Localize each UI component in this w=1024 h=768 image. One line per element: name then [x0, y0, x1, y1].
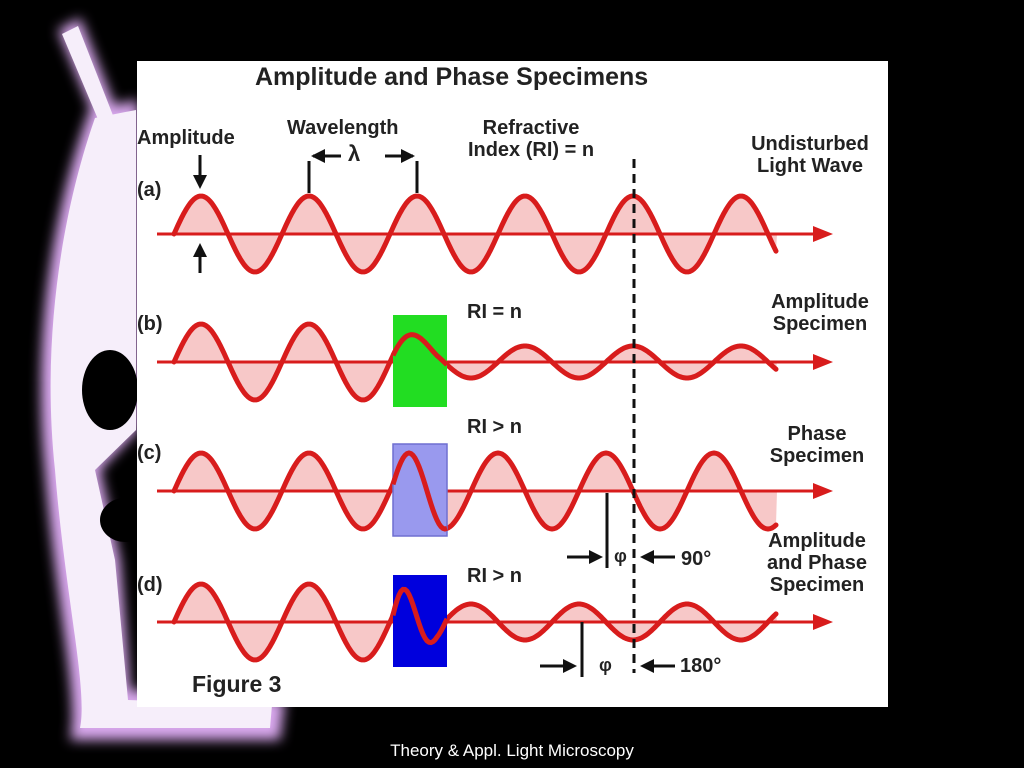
row-d-ri-label: RI > n: [467, 565, 523, 587]
wavelength-arrow-right-head: [401, 149, 415, 163]
row-a-letter: (a): [137, 179, 162, 201]
wave-through-block-b: [390, 332, 449, 367]
amplitude-arrow-bottom-head: [193, 243, 207, 257]
phase-arrow-c-right-head: [640, 550, 654, 564]
phase-arrow-c-left-head: [589, 550, 603, 564]
phase-arrow-d-right-head: [640, 659, 654, 673]
row-b-ri-label: RI = n: [467, 301, 523, 323]
axis-arrow-d: [813, 614, 833, 630]
axis-arrow-c: [813, 483, 833, 499]
row-b-side-label: Amplitude Specimen: [771, 291, 869, 335]
phase-shift-d: 180°: [680, 655, 722, 677]
row-b-letter: (b): [137, 313, 163, 335]
row-a-side-label: Undisturbed Light Wave: [751, 133, 869, 177]
wavelength-arrow-left-head: [311, 149, 325, 163]
refractive-index-label: Refractive Index (RI) = n: [467, 117, 595, 161]
amplitude-label: Amplitude: [137, 127, 235, 149]
wave-diagram: [157, 149, 833, 677]
row-c-ri-label: RI > n: [467, 416, 523, 438]
wave-through-block-d: [390, 586, 450, 646]
phase-arrow-d-left-head: [563, 659, 577, 673]
row-c-side-label: Phase Specimen: [769, 423, 865, 467]
wave-b: [171, 321, 779, 403]
figure-title: Amplitude and Phase Specimens: [255, 63, 649, 91]
amplitude-arrow-top-head: [193, 175, 207, 189]
wave-c: [171, 450, 779, 532]
axis-arrow-b: [813, 354, 833, 370]
lambda-symbol: λ: [348, 141, 361, 166]
row-d-letter: (d): [137, 574, 163, 596]
wave-a: [171, 193, 779, 275]
figure-panel: Amplitude and Phase Specimens Amplitude …: [137, 61, 888, 707]
phi-symbol-c: φ: [614, 546, 627, 566]
specimen-block-b: [393, 315, 447, 407]
row-d-side-label: Amplitude and Phase Specimen: [766, 530, 868, 596]
slide-caption: Theory & Appl. Light Microscopy: [390, 741, 634, 760]
wavelength-label: Wavelength: [287, 117, 399, 139]
row-c-letter: (c): [137, 442, 162, 464]
wave-through-block-c: [390, 450, 448, 532]
phase-shift-c: 90°: [681, 548, 712, 570]
figure-number: Figure 3: [192, 671, 282, 697]
microscope-silhouette-decoration: [41, 18, 285, 740]
wave-d: [171, 581, 779, 663]
axis-arrow-a: [813, 226, 833, 242]
phi-symbol-d: φ: [599, 655, 612, 675]
